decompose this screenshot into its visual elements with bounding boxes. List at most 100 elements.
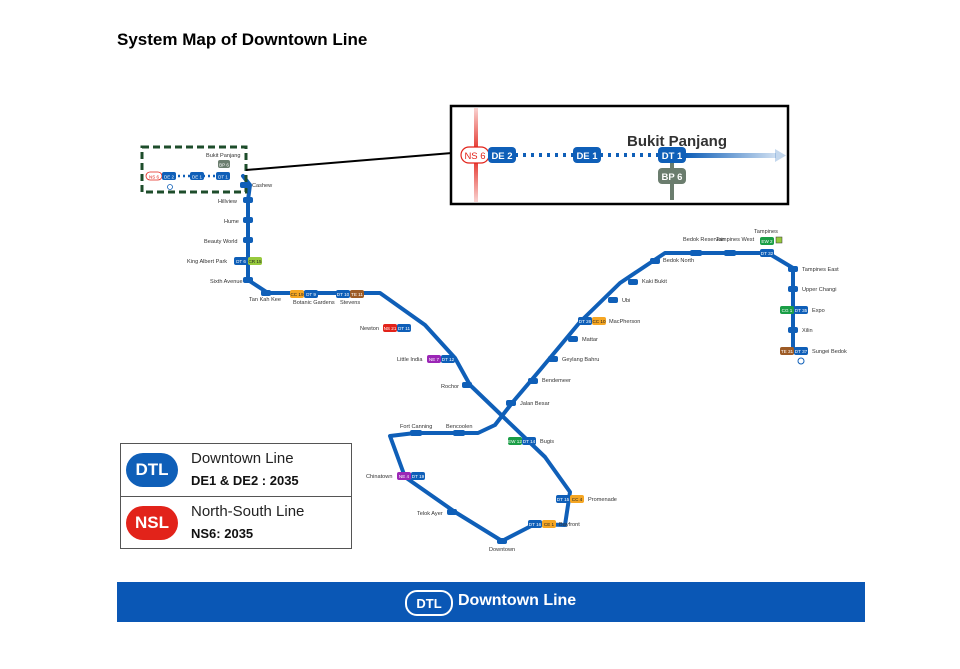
inset-dt1-badge: [658, 147, 686, 163]
station-hume: Hume: [224, 219, 239, 225]
ct-dt-code: DT 19: [412, 474, 425, 479]
li-dt-code: DT 12: [442, 357, 455, 362]
mini-interchange-icon: [167, 184, 173, 190]
inset-dtl-arrow-line: [686, 153, 776, 158]
station-sixth-avenue: Sixth Avenue: [210, 279, 243, 285]
kap-dt-code: DT 6: [236, 259, 246, 264]
station-botanic-gardens: Botanic Gardens: [293, 300, 335, 306]
tamp-dt-code: DT 32: [761, 251, 774, 256]
inset-connector-line: [245, 152, 453, 171]
dtl-detail: DE1 & DE2 : 2035: [191, 473, 299, 488]
mp-dt-code: DT 26: [579, 319, 592, 324]
downtown-line-route: [241, 174, 795, 543]
station-bendemeer: Bendemeer: [542, 378, 571, 384]
station-labels: Bukit Panjang Cashew Hillview Hume Beaut…: [187, 153, 847, 553]
prom-cc-code: CC 4: [572, 497, 583, 502]
mini-ns6-code: NS 6: [149, 175, 160, 180]
sb-te-code: TE 31: [781, 349, 794, 354]
mini-de2-code: DE 2: [164, 175, 175, 180]
tamp-ew-code: EW 2: [761, 239, 773, 244]
station-geylang-bahru: Geylang Bahru: [562, 357, 599, 363]
inset-box: Bukit Panjang NS 6 DE 2 DE 1 DT 1 BP 6: [449, 104, 790, 206]
bay-ce-code: CE 1: [544, 522, 555, 527]
dtl-name: Downtown Line: [191, 450, 294, 467]
expo-dt-code: DT 35: [795, 308, 808, 313]
station-bugis: Bugis: [540, 439, 554, 445]
ct-ne-code: NE 4: [399, 474, 410, 479]
bay-dt-code: DT 16: [529, 522, 542, 527]
banner-line-name: Downtown Line: [458, 592, 577, 609]
bugis-ew-code: EW 12: [508, 439, 522, 444]
station-tampines-west: Tampines West: [716, 237, 755, 243]
inset-de2-code: DE 2: [491, 151, 512, 162]
station-cashew: Cashew: [252, 183, 273, 189]
inset-dt1-code: DT 1: [662, 151, 683, 162]
station-hillview: Hillview: [218, 199, 238, 205]
dtl-badge: DTL: [126, 453, 178, 487]
stevens-te-code: TE 11: [351, 292, 363, 297]
line-banner: DTL Downtown Line: [117, 582, 865, 622]
prom-dt-code: DT 15: [557, 497, 570, 502]
mp-cc-code: CC 10: [592, 319, 605, 324]
station-bayfront: Bayfront: [559, 522, 580, 528]
mini-de1-code: DE 1: [192, 175, 203, 180]
bugis-dt-code: DT 14: [523, 439, 536, 444]
mini-inset: NS 6 DE 2 DE 1 DT 1 BP 6: [145, 160, 230, 190]
inset-bp6-badge: [658, 168, 686, 184]
legend-row-nsl: NSL North-South Line NS6: 2035: [121, 496, 351, 549]
expo-cg-code: CG 1: [782, 308, 793, 313]
station-stevens: Stevens: [340, 300, 360, 306]
bg-cc-code: CC 19: [290, 292, 303, 297]
station-promenade: Promenade: [588, 497, 617, 503]
nsl-badge: NSL: [126, 506, 178, 540]
station-chinatown: Chinatown: [366, 474, 392, 480]
station-xilin: Xilin: [802, 328, 813, 334]
page-title: System Map of Downtown Line: [117, 30, 368, 49]
mini-dt1-code: DT 1: [218, 175, 228, 180]
newton-dt-code: DT 11: [398, 326, 411, 331]
station-bukit-panjang: Bukit Panjang: [206, 153, 241, 159]
station-tan-kah-kee: Tan Kah Kee: [249, 297, 281, 303]
station-fort-canning: Fort Canning: [400, 424, 432, 430]
station-sungei-bedok: Sungei Bedok: [812, 349, 847, 355]
station-ubi: Ubi: [622, 298, 630, 304]
legend: DTL Downtown Line DE1 & DE2 : 2035 NSL N…: [120, 443, 352, 549]
interchange-badges: DT 6 CR 15 CC 19 DT 9 DT 10 TE 11 NS 21 …: [234, 237, 808, 528]
station-upper-changi: Upper Changi: [802, 287, 837, 293]
sb-dt-code: DT 37: [795, 349, 808, 354]
inset-bp6-code: BP 6: [662, 172, 683, 183]
station-tampines: Tampines: [754, 229, 778, 235]
station-little-india: Little India: [397, 357, 423, 363]
station-jalan-besar: Jalan Besar: [520, 401, 550, 407]
nsl-detail: NS6: 2035: [191, 526, 254, 541]
bus-icon: [775, 236, 783, 244]
station-rochor: Rochor: [441, 384, 459, 390]
inset-de1-badge: [573, 147, 601, 163]
inset-de2-badge: [488, 147, 516, 163]
station-bedok-reservoir: Bedok Reservoir: [683, 237, 724, 243]
station-newton: Newton: [360, 326, 379, 332]
station-downtown: Downtown: [489, 547, 515, 553]
inset-ns6-code: NS 6: [464, 151, 485, 162]
inset-de1-code: DE 1: [576, 151, 598, 162]
station-bencoolen: Bencoolen: [446, 424, 472, 430]
station-markers: [240, 182, 798, 544]
arrow-right-icon: [775, 149, 786, 162]
station-tampines-east: Tampines East: [802, 267, 839, 273]
station-bedok-north: Bedok North: [663, 258, 694, 264]
station-kaki-bukit: Kaki Bukit: [642, 279, 667, 285]
inset-station-name: Bukit Panjang: [627, 133, 727, 150]
mini-bp6-code: BP 6: [219, 163, 229, 168]
stevens-dt-code: DT 10: [337, 292, 350, 297]
bg-dt-code: DT 9: [306, 292, 316, 297]
station-macpherson: MacPherson: [609, 319, 640, 325]
station-mattar: Mattar: [582, 337, 598, 343]
banner-dtl-badge: DTL: [405, 590, 453, 616]
terminal-icon: [797, 357, 805, 365]
li-ne-code: NE 7: [429, 357, 440, 362]
station-king-albert-park: King Albert Park: [187, 259, 227, 265]
kap-cr-code: CR 15: [248, 259, 261, 264]
legend-row-dtl: DTL Downtown Line DE1 & DE2 : 2035: [121, 444, 351, 496]
nsl-name: North-South Line: [191, 503, 305, 520]
